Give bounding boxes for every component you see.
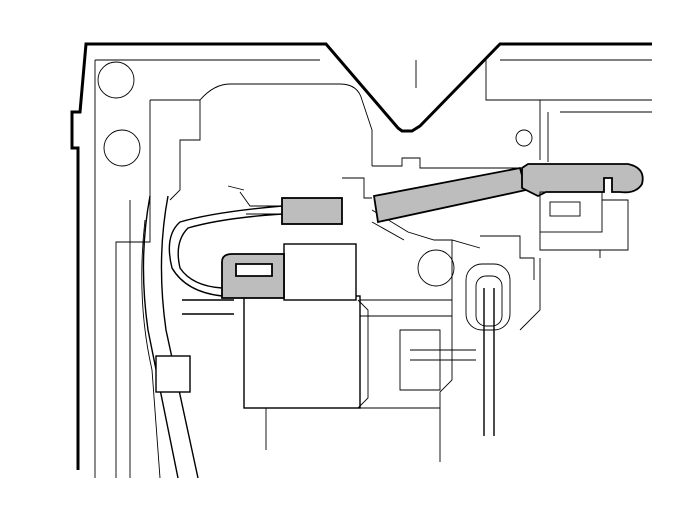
- sensor-body: [243, 243, 440, 450]
- housing-outline: [70, 42, 652, 470]
- sensor-connector: [221, 253, 285, 299]
- connector-bracket: [342, 177, 372, 199]
- housing-contours: [94, 58, 652, 479]
- terminal-end: [521, 163, 644, 198]
- left-bracket: [142, 195, 234, 479]
- cable-clip: [155, 355, 191, 393]
- cable-sleeve: [372, 166, 528, 224]
- inline-connector: [281, 197, 343, 225]
- mounting-hole-middle: [103, 129, 141, 167]
- mounting-hole-center: [417, 249, 455, 287]
- mounting-hole-small: [515, 129, 533, 147]
- terminal-bracket: [539, 191, 629, 251]
- mounting-hole-top: [97, 61, 135, 99]
- guide-tube: [399, 263, 511, 436]
- harness-wire: [168, 185, 283, 297]
